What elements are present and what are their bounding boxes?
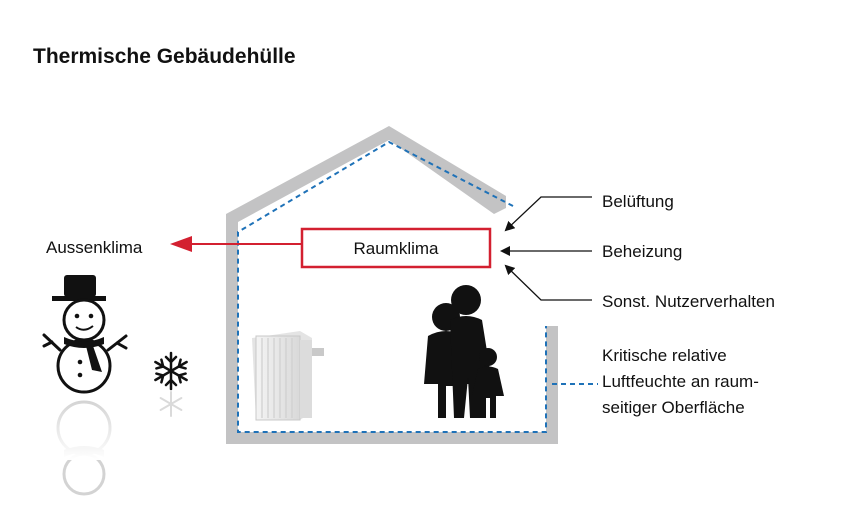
influence-arrows xyxy=(500,196,592,301)
surface-note-line-2: Luftfeuchte an raum- xyxy=(602,372,759,391)
outside-climate-label: Aussenklima xyxy=(46,238,143,257)
snowflake-reflection xyxy=(159,391,183,417)
room-climate-box: Raumklima xyxy=(300,227,492,269)
radiator-icon xyxy=(252,331,324,421)
influence-heating-label: Beheizung xyxy=(602,242,682,261)
reflection-fade xyxy=(40,400,140,460)
diagram-title: Thermische Gebäudehülle xyxy=(33,45,296,68)
surface-note-line-1: Kritische relative xyxy=(602,346,727,365)
influence-ventilation-label: Belüftung xyxy=(602,192,674,211)
arrow-left-icon xyxy=(504,196,592,232)
surface-note-line-3: seitiger Oberfläche xyxy=(602,398,745,417)
red-arrow-icon xyxy=(170,236,302,252)
inner-surface-line xyxy=(237,140,547,433)
snowflake-icon xyxy=(154,351,188,391)
influence-user-behaviour-label: Sonst. Nutzerverhalten xyxy=(602,292,775,311)
room-climate-label: Raumklima xyxy=(353,239,439,258)
snowman-icon xyxy=(42,275,128,394)
family-icon xyxy=(424,285,504,418)
arrow-left-icon xyxy=(504,264,592,301)
